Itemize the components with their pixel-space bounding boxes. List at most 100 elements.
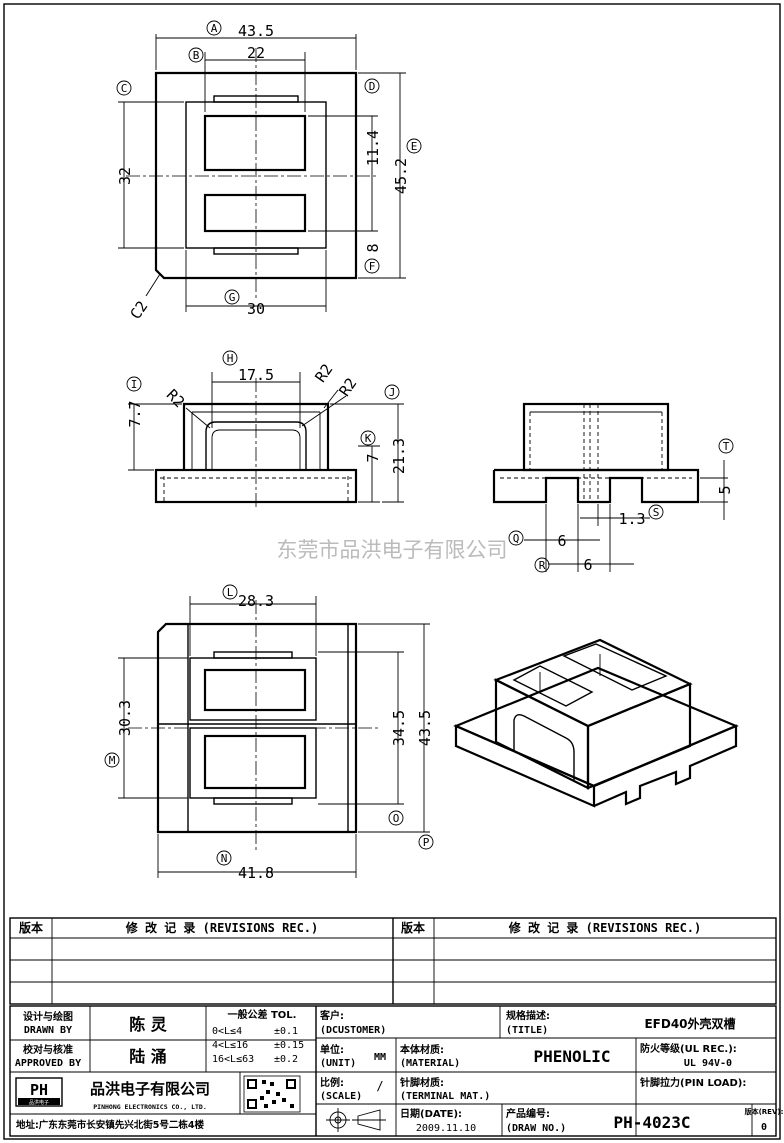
rev-header-record: 修 改 记 录 (REVISIONS REC.) xyxy=(125,920,319,935)
customer-label: 客户: xyxy=(319,1009,344,1022)
company-name-en: PINHONG ELECTRONICS CO., LTD. xyxy=(93,1103,207,1111)
callout-r xyxy=(534,557,550,573)
callout-f-letter: F xyxy=(369,260,376,273)
dim-t-text: 5 xyxy=(716,485,734,494)
dim-c-text: 32 xyxy=(116,167,134,185)
title-label-en: (TITLE) xyxy=(506,1025,548,1036)
tol-row-2-val: ±0.15 xyxy=(274,1040,304,1051)
dim-k-text: 7 xyxy=(364,453,382,462)
front-view-slot xyxy=(205,421,307,470)
callout-b xyxy=(188,47,204,63)
unit-label-en: (UNIT) xyxy=(320,1058,356,1069)
dim-o-text: 34.5 xyxy=(390,710,408,746)
callout-r-letter: R xyxy=(539,559,546,572)
dim-g-text: 30 xyxy=(247,300,265,318)
qr-code-icon xyxy=(243,1075,301,1113)
callout-q xyxy=(508,530,524,546)
rev-label: 版本(REV): xyxy=(745,1107,784,1116)
title-block-border xyxy=(9,1005,777,1137)
callout-j xyxy=(384,384,400,400)
sheet-border xyxy=(3,3,781,1140)
bottom-view-lower-window xyxy=(203,734,307,790)
top-view-lower-window xyxy=(203,193,307,233)
unit-label: 单位: xyxy=(320,1043,344,1056)
iso-base-right-face xyxy=(593,724,738,808)
date-value: 2009.11.10 xyxy=(416,1123,476,1134)
callout-l-letter: L xyxy=(227,586,234,599)
top-view: 43.5 A 22 B 32 C 11.4 D 45.2 E 8 F xyxy=(116,20,422,323)
material-label-en: (MATERIAL) xyxy=(400,1058,460,1069)
company-logo-text: PH xyxy=(30,1081,48,1099)
callout-c xyxy=(116,80,132,96)
rev-value: 0 xyxy=(761,1122,767,1133)
callout-m xyxy=(104,752,120,768)
isometric-view xyxy=(453,638,739,808)
rev-header-version: 版本 xyxy=(19,920,43,935)
material-value: PHENOLIC xyxy=(533,1047,610,1066)
projection-symbol-icon xyxy=(326,1108,386,1132)
callout-n xyxy=(216,850,232,866)
material-label: 本体材质: xyxy=(400,1043,444,1056)
callout-t xyxy=(718,438,734,454)
tol-row-1-range: 0<L≤4 xyxy=(212,1026,242,1037)
callout-s xyxy=(648,504,664,520)
callout-o-letter: O xyxy=(393,812,400,825)
bottom-view: 28.3 L 30.3 M 34.5 O 43.5 P 41.8 N xyxy=(104,584,434,882)
r-right2-leader xyxy=(301,395,347,427)
bottom-view-upper-window xyxy=(203,668,307,712)
dim-l-text: 28.3 xyxy=(238,592,274,610)
top-view-upper-window xyxy=(203,114,307,172)
unit-value: MM xyxy=(374,1052,386,1063)
fire-label: 防火等级(UL REC.): xyxy=(640,1042,737,1055)
callout-p xyxy=(418,834,434,850)
drawno-label: 产品编号: xyxy=(506,1107,550,1120)
top-view-outline xyxy=(154,71,358,280)
dim-b-text: 22 xyxy=(247,44,265,62)
terminal-label: 针脚材质: xyxy=(400,1076,444,1089)
callout-o xyxy=(388,810,404,826)
callout-i-letter: I xyxy=(131,378,138,391)
callout-a-letter: A xyxy=(211,22,218,35)
iso-box-right-face xyxy=(586,682,692,790)
tol-row-3-val: ±0.2 xyxy=(274,1054,298,1065)
iso-side-slot xyxy=(513,713,575,780)
dim-r-right1-text: R2 xyxy=(311,361,336,386)
dim-a-text: 43.5 xyxy=(238,22,274,40)
callout-d-letter: D xyxy=(369,80,376,93)
pinload-label: 针脚拉力(PIN LOAD): xyxy=(640,1076,746,1089)
callout-e xyxy=(406,138,422,154)
r-right1-leader xyxy=(323,389,339,409)
callout-h-letter: H xyxy=(227,352,234,365)
iso-box-top xyxy=(493,638,693,728)
callout-d xyxy=(364,78,380,94)
dim-f-text: 8 xyxy=(364,243,382,252)
tol-row-1-val: ±0.1 xyxy=(274,1026,298,1037)
callout-s-letter: S xyxy=(653,506,660,519)
title-label: 规格描述: xyxy=(506,1009,550,1022)
iso-window-1 xyxy=(512,665,594,707)
terminal-label-en: (TERMINAL MAT.) xyxy=(400,1091,490,1102)
dim-s-text: 1.3 xyxy=(618,510,645,528)
dim-e-text: 45.2 xyxy=(392,158,410,194)
callout-q-letter: Q xyxy=(513,532,520,545)
watermark-text: 东莞市品洪电子有限公司 xyxy=(277,538,508,562)
tol-row-3-range: 16<L≤63 xyxy=(212,1054,254,1065)
company-logo-bar xyxy=(18,1098,60,1105)
title-value: EFD40外壳双槽 xyxy=(644,1016,735,1031)
iso-base-top xyxy=(453,666,739,788)
customer-label-en: (DCUSTOMER) xyxy=(320,1025,386,1036)
bottom-view-bottom-tab xyxy=(213,797,293,805)
dim-p-text: 43.5 xyxy=(416,710,434,746)
designer-label-cn: 设计与绘图 xyxy=(23,1010,73,1023)
callout-i xyxy=(126,376,142,392)
top-view-lower-tab xyxy=(213,247,299,255)
callout-f xyxy=(364,258,380,274)
iso-window-2 xyxy=(562,643,668,691)
revisions-table: 版本 修 改 记 录 (REVISIONS REC.) 版本 修 改 记 录 (… xyxy=(9,917,777,1005)
drawno-label-en: (DRAW NO.) xyxy=(506,1123,566,1134)
scale-value: / xyxy=(376,1079,383,1093)
dim-d-text: 11.4 xyxy=(364,130,382,166)
tol-title: 一般公差 TOL. xyxy=(228,1008,297,1021)
rev-header-version-2: 版本 xyxy=(401,920,425,935)
scale-label-en: (SCALE) xyxy=(320,1091,362,1102)
